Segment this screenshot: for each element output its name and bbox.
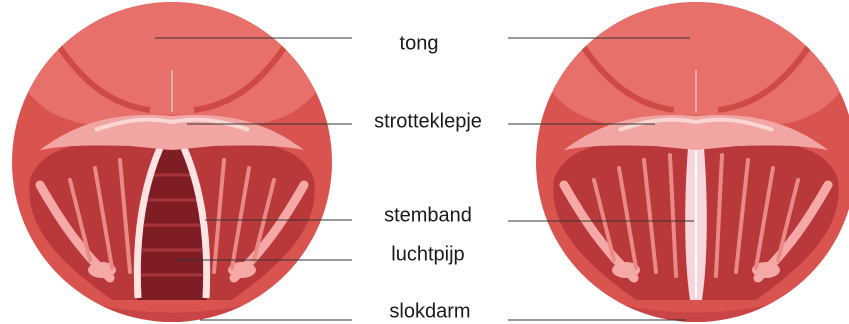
label-vocal-cord: stemband (384, 205, 472, 228)
larynx-open (0, 0, 349, 324)
label-esophagus: slokdarm (389, 301, 470, 324)
tongue-left (0, 0, 349, 125)
label-trachea: luchtpijp (391, 244, 464, 267)
label-epiglottis: strotteklepje (374, 111, 482, 134)
larynx-closed (519, 0, 849, 324)
label-tongue: tong (400, 33, 439, 56)
